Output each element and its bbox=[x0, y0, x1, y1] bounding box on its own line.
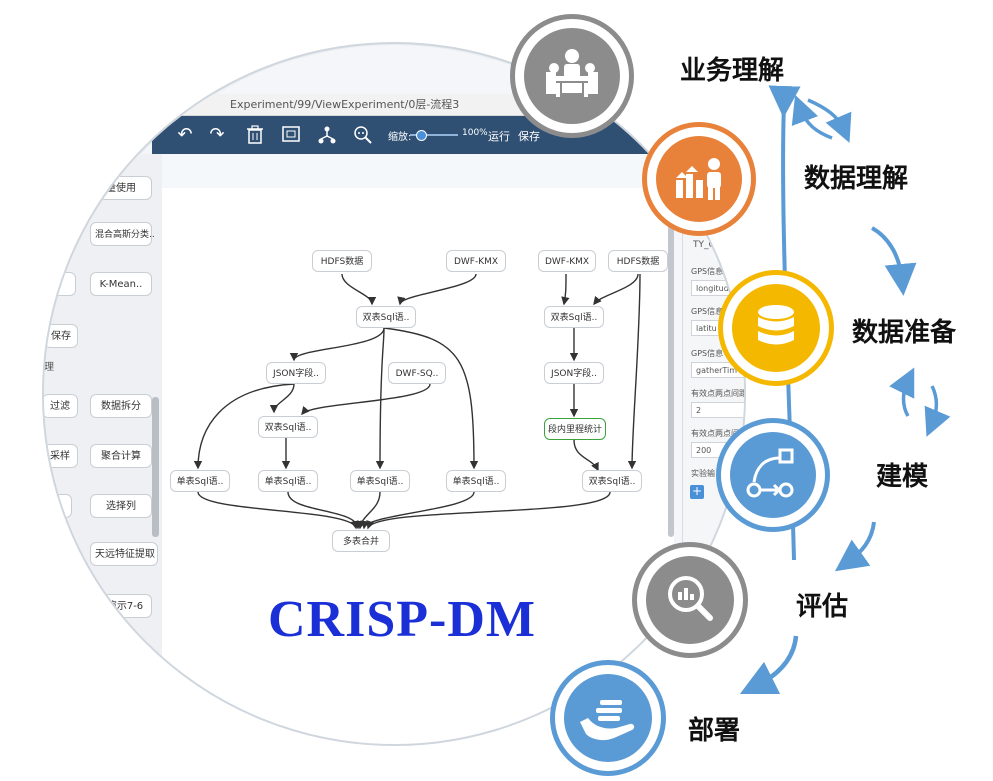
zoom-label: 缩放: bbox=[388, 132, 412, 143]
component-item[interactable]: 数据拆分 bbox=[90, 394, 152, 418]
add-button[interactable]: + bbox=[690, 484, 704, 499]
flow-node-single-sql[interactable]: 单表Sql语.. bbox=[446, 470, 506, 492]
field-label: 实验输 bbox=[691, 469, 715, 478]
growth-chart-icon bbox=[656, 136, 742, 222]
run-button[interactable]: 运行 bbox=[488, 130, 510, 143]
flow-node-join[interactable]: 双表Sql语.. bbox=[258, 416, 318, 438]
save-button[interactable]: 保存 bbox=[518, 130, 540, 143]
phase-label: 数据理解 bbox=[804, 164, 909, 194]
canvas-header bbox=[162, 154, 682, 188]
phase-data-preparation bbox=[718, 270, 834, 386]
component-item[interactable] bbox=[48, 272, 76, 296]
component-item[interactable]: 量使用 bbox=[90, 176, 152, 200]
flow-node-dwf[interactable]: DWF-KMX bbox=[538, 250, 596, 272]
zoom-slider-track[interactable] bbox=[410, 134, 458, 136]
workflow-canvas[interactable]: HDFS数据 DWF-KMX DWF-KMX HDFS数据 双表Sql语.. 双… bbox=[162, 188, 674, 744]
canvas-scrollbar[interactable] bbox=[668, 197, 674, 537]
model-graph-icon bbox=[730, 432, 816, 518]
fit-screen-icon[interactable] bbox=[280, 125, 302, 145]
redo-icon[interactable]: ↷ bbox=[209, 124, 225, 145]
flow-node-merge[interactable]: 多表合并 bbox=[332, 530, 390, 552]
phase-label: 建模 bbox=[876, 462, 929, 492]
field-label: GPS信息 bbox=[691, 349, 724, 358]
component-item[interactable]: 采样 bbox=[44, 444, 78, 468]
field-label: 有效点两点间距 bbox=[691, 429, 746, 438]
zoom-slider-handle[interactable] bbox=[416, 130, 427, 141]
phase-deployment bbox=[550, 660, 666, 776]
phase-data-understanding bbox=[642, 122, 756, 236]
magnifier-chart-icon bbox=[646, 556, 734, 644]
section-header: 理 bbox=[44, 362, 54, 373]
component-item[interactable]: 保存 bbox=[44, 324, 78, 348]
trash-icon[interactable] bbox=[244, 125, 266, 145]
diagram-title: CRISP-DM bbox=[268, 591, 536, 648]
component-item[interactable]: 选择列 bbox=[90, 494, 152, 518]
database-icon bbox=[732, 284, 820, 372]
panel-title: TY_C bbox=[693, 240, 715, 250]
undo-icon[interactable]: ↶ bbox=[177, 124, 193, 145]
flow-node-dwf-sq[interactable]: DWF-SQ.. bbox=[388, 362, 446, 384]
flow-node-single-sql[interactable]: 单表Sql语.. bbox=[170, 470, 230, 492]
workflow-screenshot-circle: Experiment/99/ViewExperiment/0层-流程3 ↶ ↷ … bbox=[42, 42, 746, 746]
component-item[interactable]: 聚合计算 bbox=[90, 444, 152, 468]
layout-tree-icon[interactable] bbox=[316, 125, 338, 145]
field-label: GPS信息经 bbox=[691, 267, 732, 276]
component-item[interactable]: 混合高斯分类.. bbox=[90, 222, 155, 246]
component-item[interactable]: K-Mean.. bbox=[90, 272, 152, 296]
flow-node-json[interactable]: JSON字段.. bbox=[544, 362, 604, 384]
phase-label: 评估 bbox=[796, 592, 849, 622]
field-input[interactable]: 2 bbox=[691, 402, 744, 418]
flow-node-join[interactable]: 双表Sql语.. bbox=[582, 470, 642, 492]
phase-label: 部署 bbox=[688, 716, 741, 746]
component-item[interactable]: 过滤 bbox=[44, 394, 78, 418]
field-label: 有效点两点间距离 bbox=[691, 389, 744, 398]
phase-evaluation bbox=[632, 542, 748, 658]
flow-node-segment-stat[interactable]: 段内里程统计 bbox=[544, 418, 606, 440]
phase-label: 业务理解 bbox=[680, 56, 785, 86]
flow-node-join[interactable]: 双表Sql语.. bbox=[356, 306, 416, 328]
flow-node-single-sql[interactable]: 单表Sql语.. bbox=[258, 470, 318, 492]
flow-node-dwf[interactable]: DWF-KMX bbox=[446, 250, 506, 272]
phase-modeling bbox=[716, 418, 830, 532]
flow-connections bbox=[193, 273, 641, 530]
field-label: GPS信息 bbox=[691, 307, 724, 316]
hand-deploy-icon bbox=[564, 674, 652, 762]
component-panel: 量使用 混合高斯分类.. K-Mean.. 保存 理 过滤 数据拆分 采样 聚合… bbox=[44, 154, 163, 744]
toolbar: ↶ ↷ 缩放: 100% 运行 保存 bbox=[152, 116, 712, 154]
flow-node-hdfs[interactable]: HDFS数据 bbox=[312, 250, 372, 272]
phase-business-understanding bbox=[510, 14, 634, 138]
phase-label: 数据准备 bbox=[852, 318, 957, 348]
zoom-value: 100% bbox=[462, 128, 488, 138]
component-item[interactable] bbox=[44, 494, 72, 518]
meeting-icon bbox=[524, 28, 620, 124]
component-item[interactable]: 天远特征提取 bbox=[90, 542, 158, 566]
flow-node-json[interactable]: JSON字段.. bbox=[266, 362, 326, 384]
left-scrollbar[interactable] bbox=[152, 397, 159, 537]
flow-node-join[interactable]: 双表Sql语.. bbox=[544, 306, 604, 328]
zoom-search-icon[interactable] bbox=[352, 125, 374, 145]
field-input[interactable]: gatherTim bbox=[691, 362, 744, 378]
flow-node-hdfs[interactable]: HDFS数据 bbox=[608, 250, 668, 272]
component-item[interactable]: 演示7-6 bbox=[98, 594, 152, 618]
flow-node-single-sql[interactable]: 单表Sql语.. bbox=[350, 470, 410, 492]
